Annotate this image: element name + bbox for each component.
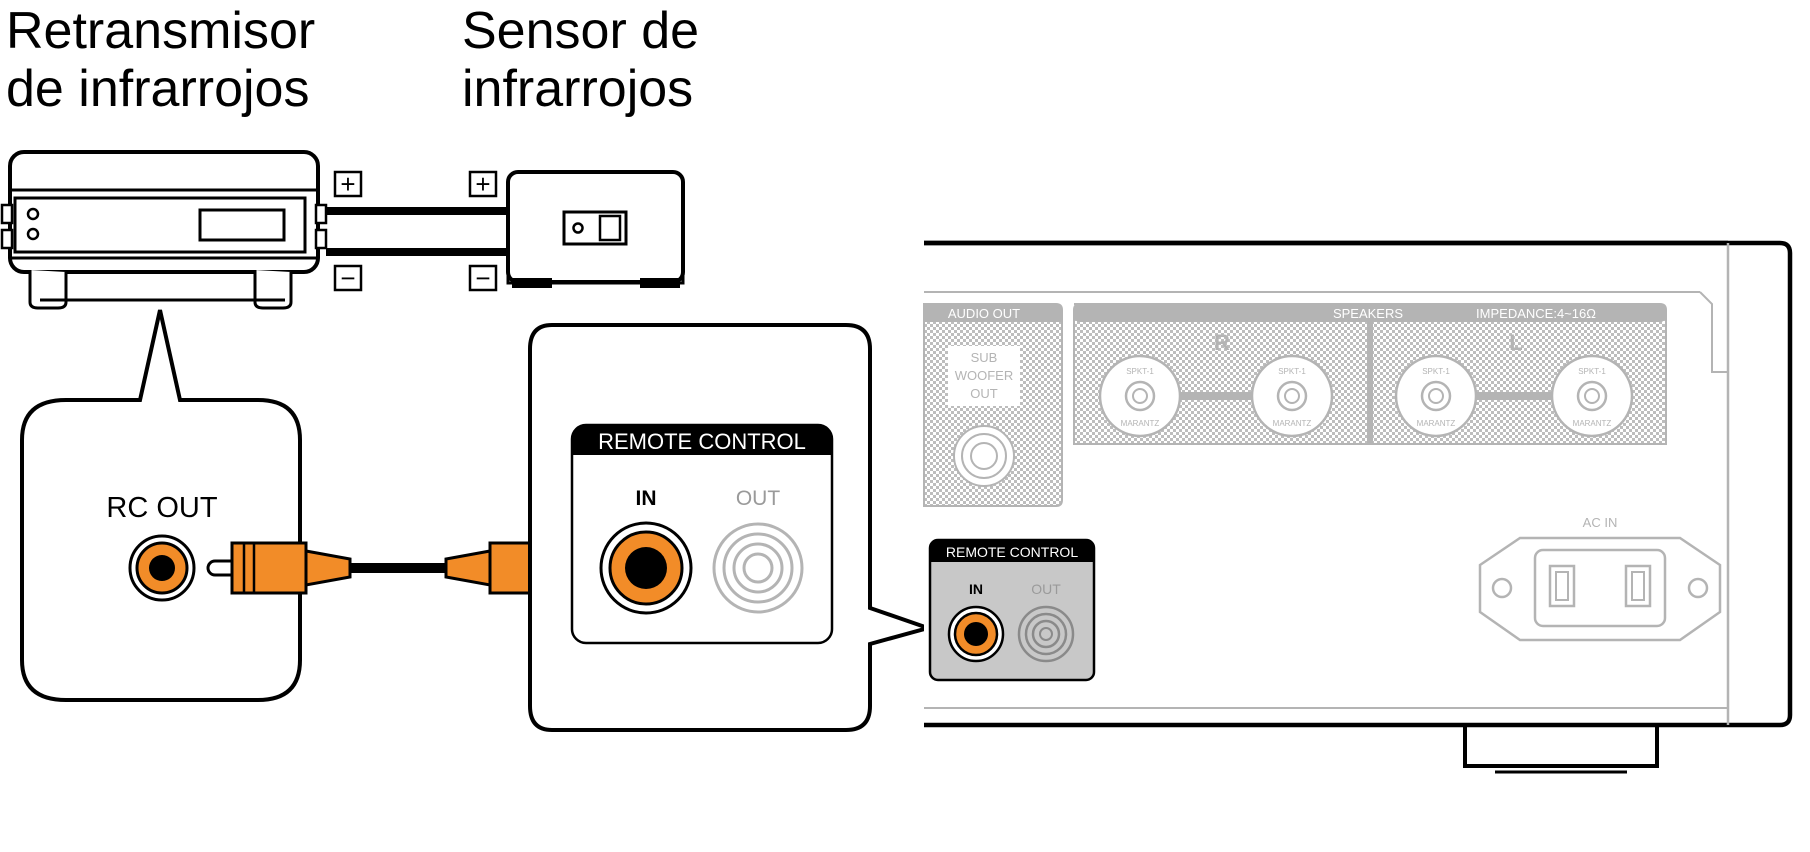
rear-remote-out-jack: [1017, 605, 1075, 663]
sub-woofer-line1: SUB: [971, 350, 998, 365]
sub-woofer-line3: OUT: [970, 386, 998, 401]
rca-cable: [206, 541, 590, 595]
transmitter-title: Retransmisor de infrarrojos: [6, 2, 315, 118]
svg-text:SPKT-1: SPKT-1: [1422, 367, 1450, 376]
rear-remote-in-jack: [947, 605, 1005, 663]
svg-text:MARANTZ: MARANTZ: [1121, 419, 1160, 428]
amplifier-rear-panel: AUDIO OUT SUB WOOFER OUT SPEAKERS IMPEDA…: [923, 240, 1793, 774]
channel-right-label: R: [1214, 330, 1230, 355]
rc-out-jack: [128, 534, 196, 602]
speaker-terminal-r-minus: SPKT-1 MARANTZ: [1250, 354, 1334, 438]
svg-text:+: +: [340, 169, 355, 199]
svg-text:SPKT-1: SPKT-1: [1578, 367, 1606, 376]
svg-text:−: −: [340, 263, 355, 293]
speakers-section: SPEAKERS IMPEDANCE:4~16Ω R L SPKT-1 MARA…: [1073, 303, 1667, 445]
speaker-terminal-l-minus: SPKT-1 MARANTZ: [1394, 354, 1478, 438]
sensor-title-line1: Sensor de: [462, 2, 700, 60]
rear-remote-in-label: IN: [969, 581, 983, 597]
svg-text:SPKT-1: SPKT-1: [1126, 367, 1154, 376]
svg-text:SPKT-1: SPKT-1: [1278, 367, 1306, 376]
remote-out-jack: [712, 522, 804, 614]
speaker-terminal-l-plus: SPKT-1 MARANTZ: [1550, 354, 1634, 438]
speakers-title: SPEAKERS: [1333, 306, 1403, 321]
audio-out-section: AUDIO OUT SUB WOOFER OUT: [923, 303, 1063, 507]
ir-transmitter-device: [0, 150, 328, 310]
rear-remote-title: REMOTE CONTROL: [946, 544, 1078, 560]
remote-in-jack: [599, 521, 693, 615]
rc-out-callout: RC OUT: [20, 309, 302, 702]
channel-left-label: L: [1509, 330, 1522, 355]
sensor-title: Sensor de infrarrojos: [462, 2, 699, 118]
speaker-terminal-r-plus: SPKT-1 MARANTZ: [1098, 354, 1182, 438]
ir-sensor-device: [506, 170, 685, 288]
sensor-title-line2: infrarrojos: [462, 60, 694, 119]
transmitter-title-line2: de infrarrojos: [6, 60, 310, 119]
remote-control-panel: REMOTE CONTROL IN OUT: [570, 423, 834, 645]
minus-terminal-transmitter: −: [333, 263, 363, 293]
ac-in-label: AC IN: [1583, 515, 1618, 530]
subwoofer-out-jack: [953, 425, 1015, 487]
plus-terminal-transmitter: +: [333, 169, 363, 199]
svg-text:MARANTZ: MARANTZ: [1417, 419, 1456, 428]
svg-text:MARANTZ: MARANTZ: [1573, 419, 1612, 428]
transmitter-title-line1: Retransmisor: [6, 2, 316, 60]
rear-remote-out-label: OUT: [1031, 581, 1061, 597]
impedance-label: IMPEDANCE:4~16Ω: [1476, 306, 1596, 321]
polarity-wiring: + − + −: [326, 169, 508, 293]
plus-terminal-sensor: +: [468, 169, 498, 199]
remote-control-title: REMOTE CONTROL: [598, 429, 806, 454]
rear-remote-control: REMOTE CONTROL IN OUT: [928, 538, 1096, 682]
ac-inlet: AC IN: [1478, 515, 1722, 642]
remote-in-label: IN: [636, 487, 657, 510]
sub-woofer-line2: WOOFER: [955, 368, 1014, 383]
svg-text:−: −: [475, 263, 490, 293]
minus-terminal-sensor: −: [468, 263, 498, 293]
svg-text:+: +: [475, 169, 490, 199]
svg-text:MARANTZ: MARANTZ: [1273, 419, 1312, 428]
remote-out-label: OUT: [736, 487, 781, 510]
audio-out-title: AUDIO OUT: [948, 306, 1020, 321]
rc-out-label: RC OUT: [106, 492, 217, 524]
remote-control-callout: REMOTE CONTROL IN OUT: [528, 323, 935, 732]
rca-plug-left: [206, 541, 352, 595]
